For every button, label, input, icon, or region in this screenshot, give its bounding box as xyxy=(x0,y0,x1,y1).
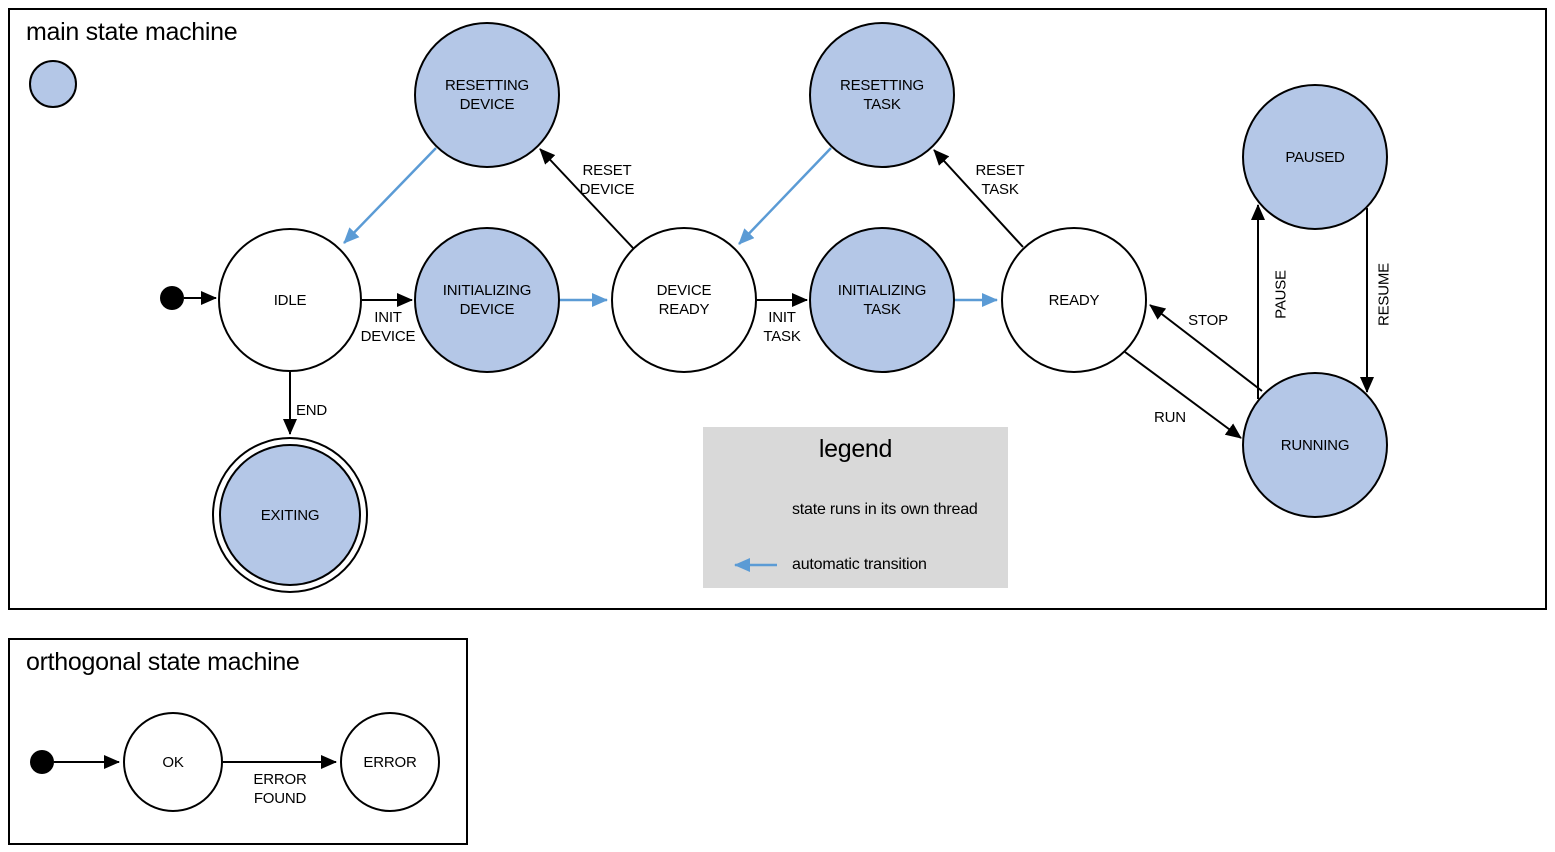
state-resetting-task: RESETTING TASK xyxy=(809,22,955,168)
transition-label-pause: PAUSE xyxy=(1272,270,1290,319)
main-state-machine-frame: main state machine xyxy=(8,8,1547,610)
state-initializing-task-label: INITIALIZING TASK xyxy=(837,282,927,318)
state-running: RUNNING xyxy=(1242,372,1388,518)
legend-title: legend xyxy=(818,435,893,463)
state-initializing-task: INITIALIZING TASK xyxy=(809,227,955,373)
transition-label-run: RUN xyxy=(1154,409,1186,426)
state-running-label: RUNNING xyxy=(1280,436,1350,454)
state-idle: IDLE xyxy=(218,228,362,372)
state-resetting-device: RESETTING DEVICE xyxy=(414,22,560,168)
ortho-initial-state-dot xyxy=(30,750,54,774)
legend-panel: legend xyxy=(703,427,1008,588)
transition-label-error-found: ERROR FOUND xyxy=(253,771,307,807)
state-error-label: ERROR xyxy=(363,753,417,771)
transition-label-reset-task: RESET TASK xyxy=(975,162,1025,198)
state-paused: PAUSED xyxy=(1242,84,1388,230)
state-ready-label: READY xyxy=(1048,291,1100,309)
main-state-machine-title: main state machine xyxy=(26,18,238,46)
transition-label-stop: STOP xyxy=(1188,312,1228,329)
state-exiting-inner-circle: EXITING xyxy=(219,444,361,586)
state-paused-label: PAUSED xyxy=(1285,148,1345,166)
state-exiting-final: EXITING xyxy=(212,437,368,593)
transition-label-reset-device: RESET DEVICE xyxy=(579,162,635,198)
legend-item-auto-transition-label: automatic transition xyxy=(792,556,927,573)
legend-item-threaded-label: state runs in its own thread xyxy=(792,501,978,518)
state-exiting-label: EXITING xyxy=(260,506,320,524)
initial-state-dot xyxy=(160,286,184,310)
state-device-ready: DEVICE READY xyxy=(611,227,757,373)
state-error: ERROR xyxy=(340,712,440,812)
state-ready: READY xyxy=(1001,227,1147,373)
transition-label-resume: RESUME xyxy=(1375,263,1393,326)
state-idle-label: IDLE xyxy=(273,291,307,309)
state-ok-label: OK xyxy=(162,753,184,771)
state-initializing-device-label: INITIALIZING DEVICE xyxy=(442,282,532,318)
transition-label-init-device: INIT DEVICE xyxy=(360,309,416,345)
transition-label-init-task: INIT TASK xyxy=(763,309,801,345)
orthogonal-state-machine-title: orthogonal state machine xyxy=(26,648,300,676)
state-resetting-task-label: RESETTING TASK xyxy=(839,77,925,113)
state-device-ready-label: DEVICE READY xyxy=(656,282,712,318)
state-ok: OK xyxy=(123,712,223,812)
orthogonal-state-machine-frame: orthogonal state machine xyxy=(8,638,468,845)
legend-threaded-state-swatch xyxy=(29,60,77,108)
transition-label-end: END xyxy=(296,402,328,419)
state-initializing-device: INITIALIZING DEVICE xyxy=(414,227,560,373)
state-resetting-device-label: RESETTING DEVICE xyxy=(444,77,530,113)
